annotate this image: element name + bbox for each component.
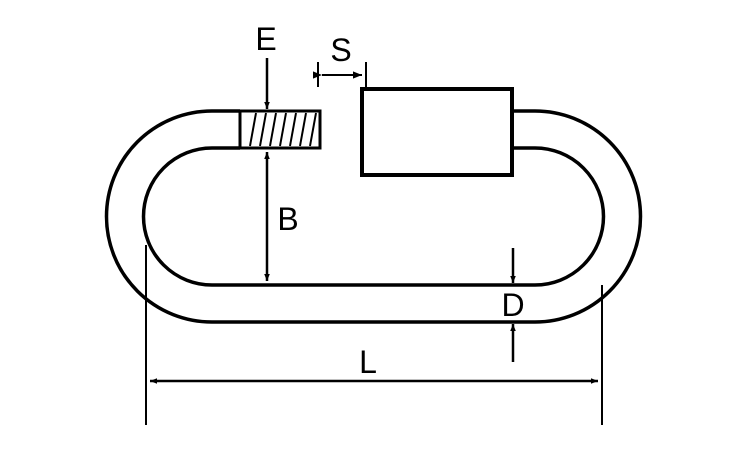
dimension-b: B: [264, 152, 299, 281]
label-s: S: [330, 32, 351, 68]
screw-sleeve: [360, 87, 514, 177]
dimension-d: D: [501, 248, 525, 362]
dimension-e: E: [255, 21, 277, 109]
link-inner-contour: [141, 146, 606, 287]
label-b: B: [277, 201, 298, 237]
link-outer-contour: [104, 109, 643, 324]
dimension-s: S: [313, 32, 367, 87]
label-d: D: [501, 287, 524, 323]
label-l: L: [359, 344, 377, 380]
dimension-l: L: [145, 245, 603, 425]
label-e: E: [255, 21, 276, 57]
threaded-end: [238, 109, 322, 150]
